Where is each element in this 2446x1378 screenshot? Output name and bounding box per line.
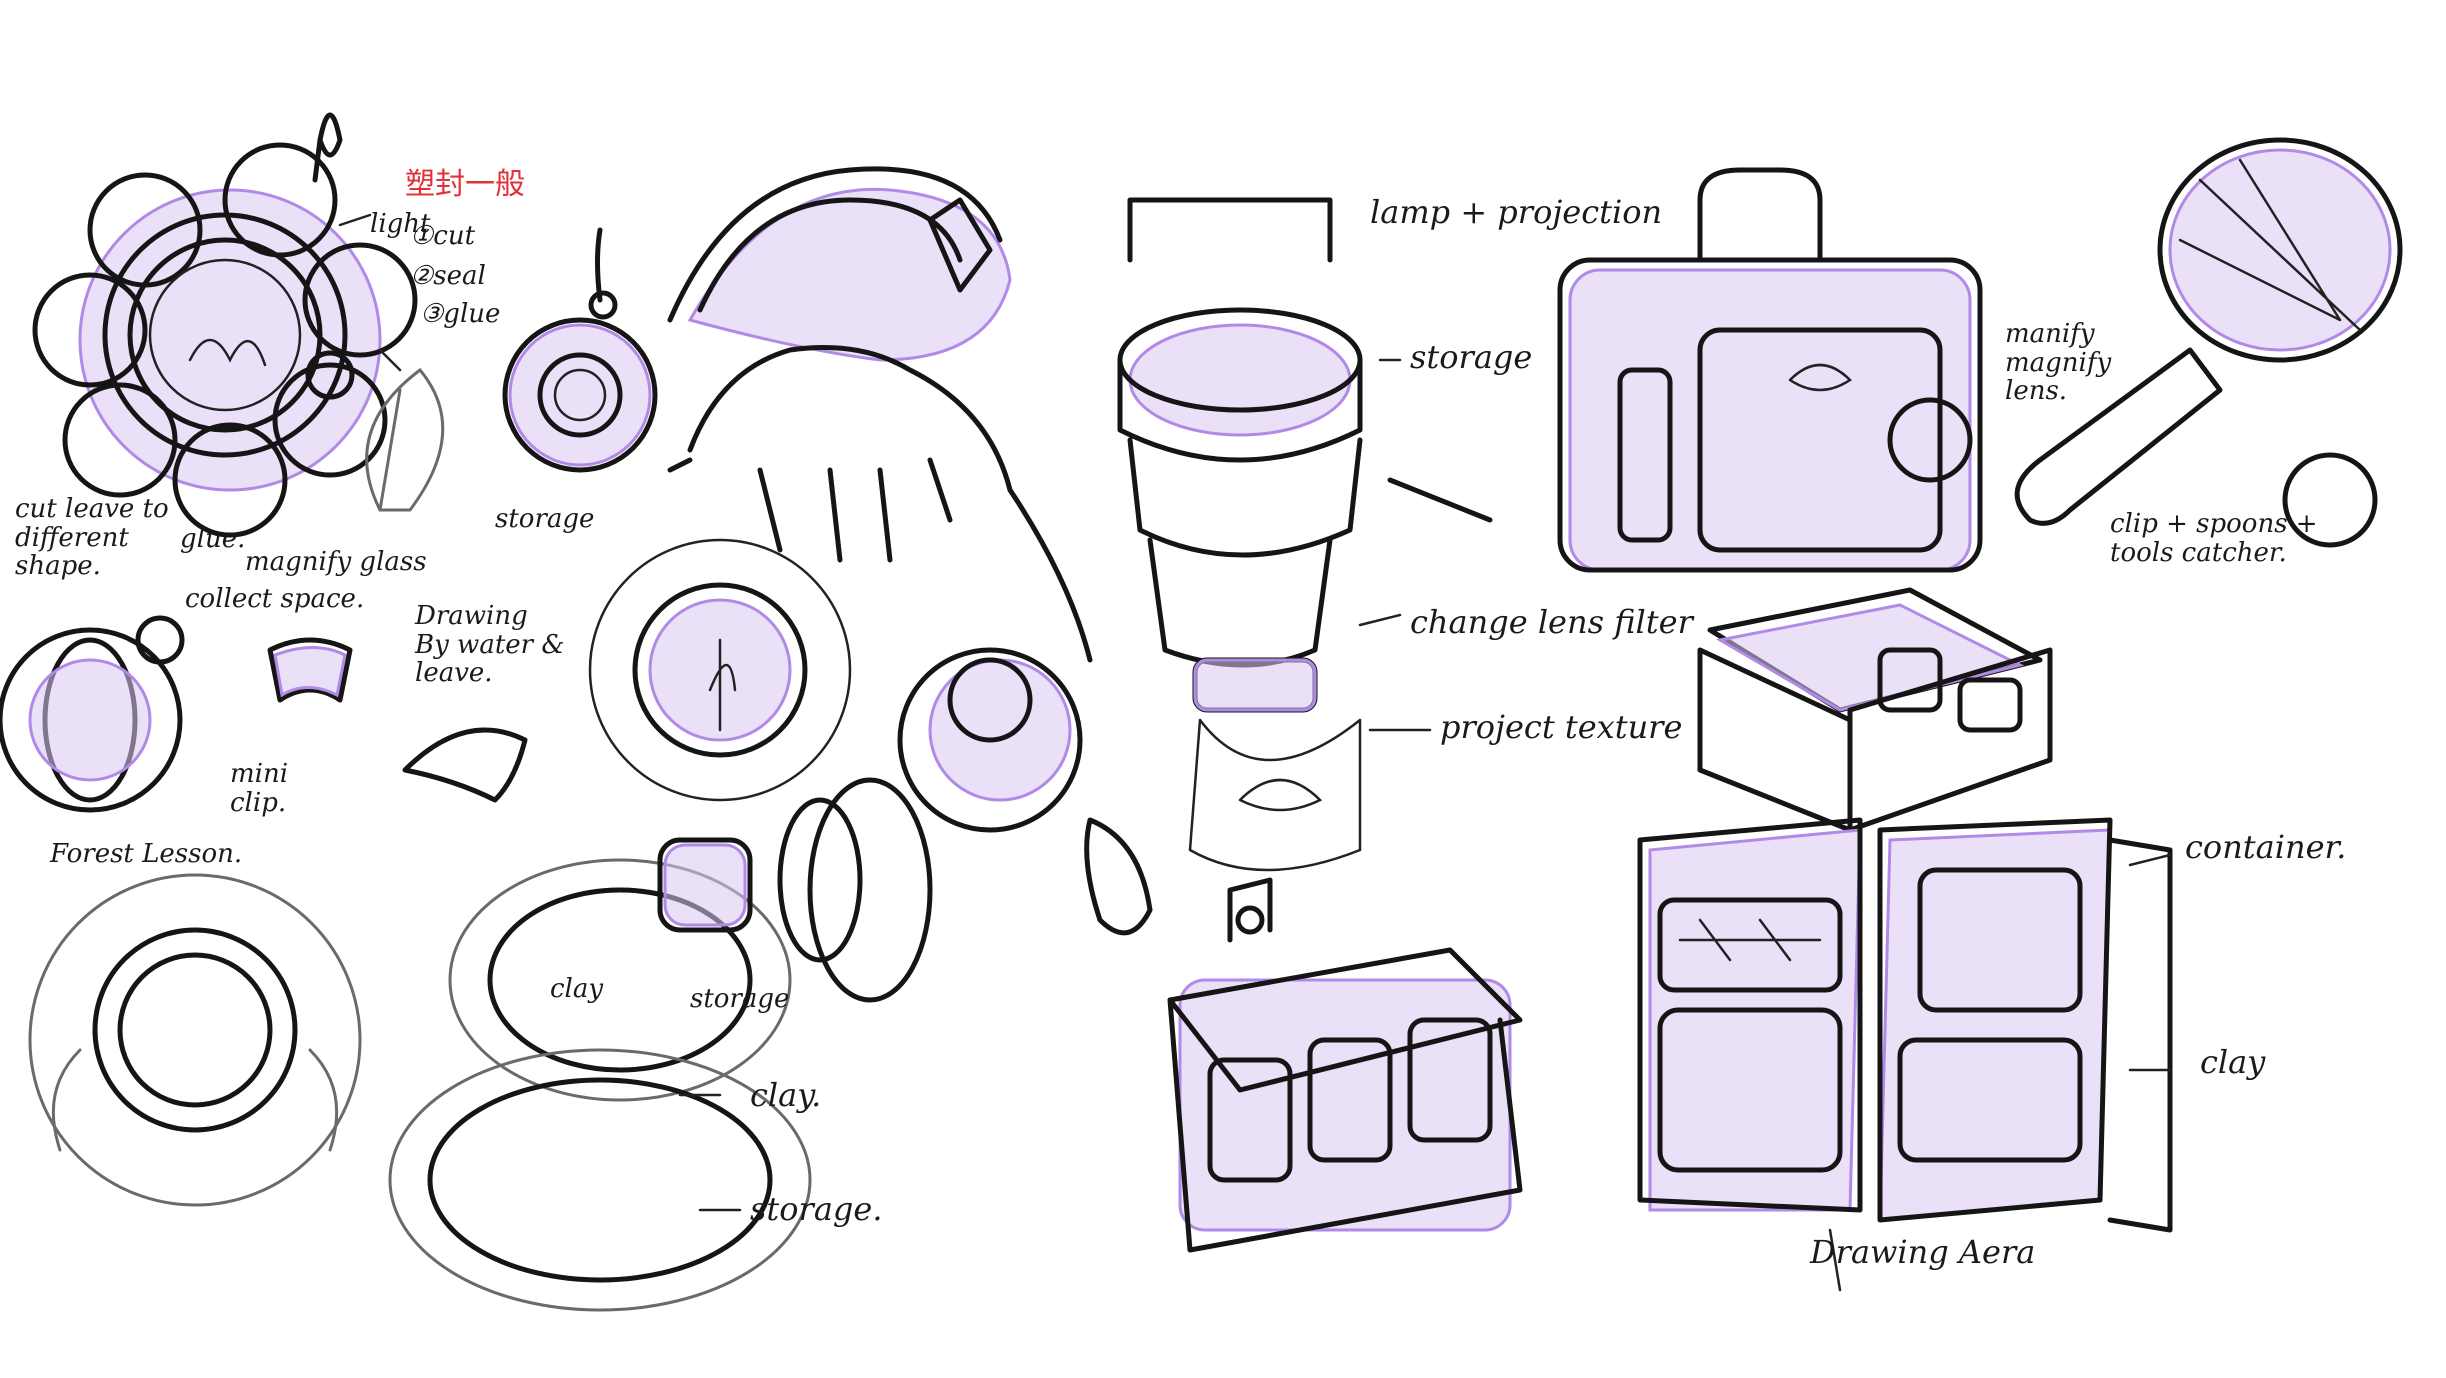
forest-lesson-sketch	[28, 873, 362, 1207]
note-container: container.	[2185, 828, 2347, 866]
drawing-area-book-sketch	[1637, 817, 2173, 1233]
note-clay-right: clay	[2200, 1043, 2266, 1081]
note-manify-lens: manify magnify lens.	[2005, 319, 2112, 407]
note-storage-left: storage	[690, 984, 790, 1014]
suitcase-sketch	[1557, 167, 1983, 573]
note-lamp-projection: lamp + projection	[1370, 193, 1663, 231]
note-cut: ①cut	[410, 221, 476, 251]
magnifier-spoon-sketch	[2014, 137, 2403, 548]
note-clip-spoons: clip + spoons + tools catcher.	[2110, 509, 2318, 568]
annotation-arrows	[338, 213, 2172, 1292]
toolbox-sketch	[1697, 587, 2053, 833]
note-drawing-area: Drawing Aera	[1810, 1233, 2036, 1271]
storage-disk-sketch	[502, 227, 658, 473]
note-magnify-glass: magnify glass	[245, 547, 427, 577]
note-cut-leave: cut leave to different shape.	[15, 494, 169, 582]
note-project-texture: project texture	[1440, 708, 1683, 746]
note-forest-lesson: Forest Lesson.	[50, 839, 243, 869]
note-storage-lamp: storage	[1410, 338, 1533, 376]
drawing-dish-sketch	[588, 538, 852, 802]
note-drawing-by-water: Drawing By water & leave.	[415, 601, 565, 689]
note-mini-clip: mini clip.	[230, 759, 289, 818]
note-change-lens-filter: change lens filter	[1410, 603, 1693, 641]
note-storage-bottom: storage.	[750, 1190, 883, 1228]
note-clay-left: clay	[550, 974, 604, 1004]
flower-magnifier-sketch	[32, 112, 418, 538]
note-storage-small: storage	[495, 504, 595, 534]
lamp-projection-sketch	[1117, 197, 1493, 872]
flower-clip-sketch	[0, 615, 185, 813]
note-light: light	[370, 209, 431, 239]
note-glue: glue.	[180, 524, 246, 554]
note-glue-step: ③glue	[420, 299, 501, 329]
note-red-chinese: 塑封一般	[405, 167, 525, 202]
leaf-sketch	[365, 367, 445, 512]
note-seal: ②seal	[410, 261, 486, 291]
note-collect-space: collect space.	[185, 584, 365, 614]
clay-storage-sketch	[388, 777, 933, 1312]
note-clay-bottom: clay.	[750, 1076, 822, 1114]
container-tray-sketch	[1167, 877, 1523, 1253]
hand-bracelet-sketch	[667, 166, 1153, 936]
mini-clip-sketch	[267, 637, 528, 803]
